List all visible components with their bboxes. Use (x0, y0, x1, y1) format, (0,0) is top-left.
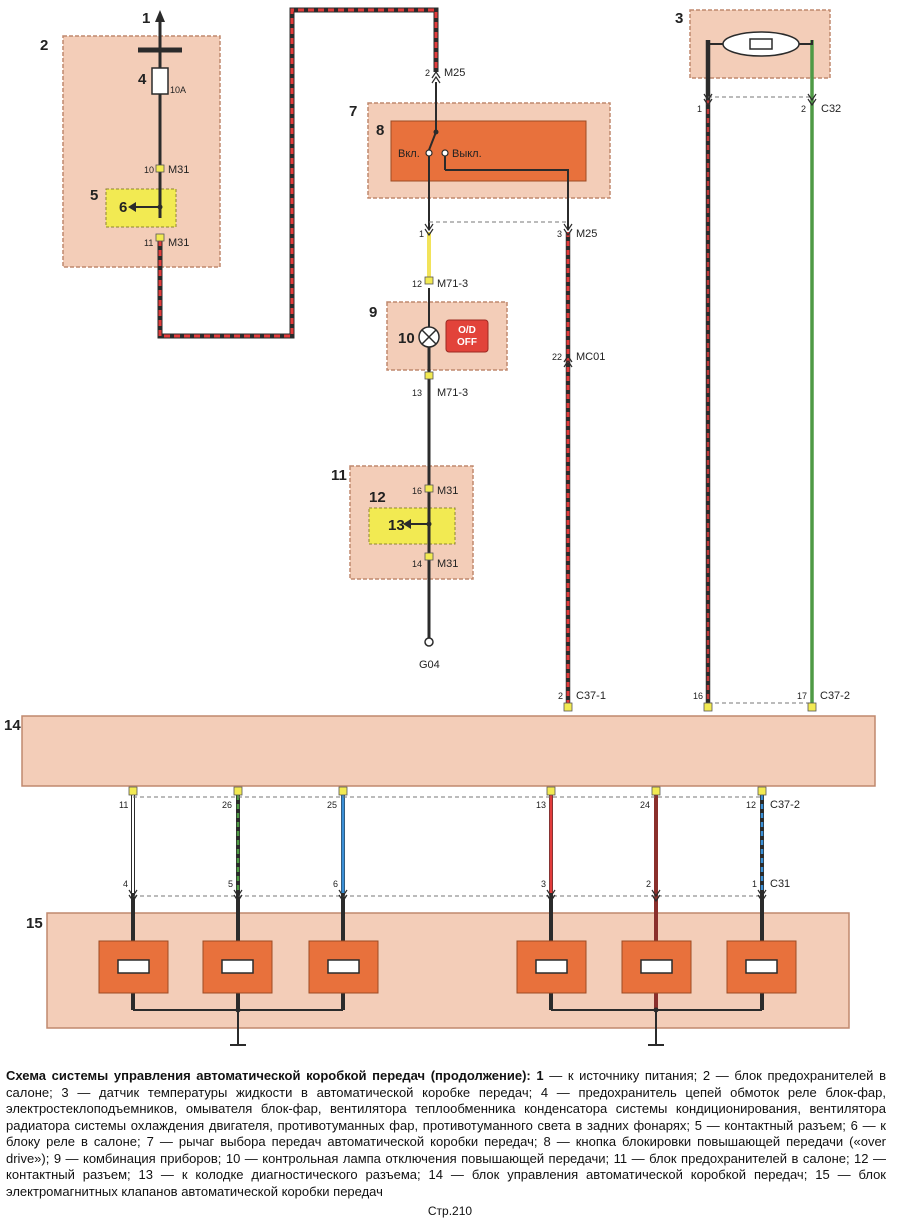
switch-on-label: Вкл. (398, 148, 420, 160)
terminals (128, 164, 817, 796)
caption-first-number: 1 (536, 1068, 544, 1083)
label-15: 15 (26, 915, 43, 932)
label-7: 7 (349, 103, 357, 120)
block-14-tcm (21, 715, 876, 787)
conn-m31-d: M31 (437, 558, 458, 570)
label-11: 11 (331, 467, 347, 484)
label-12: 12 (369, 489, 386, 506)
pin: 13 (412, 388, 422, 398)
label-8: 8 (376, 122, 384, 139)
label-13: 13 (388, 517, 405, 534)
pin: 26 (222, 800, 232, 810)
switch-off-label: Выкл. (452, 148, 482, 160)
conn-c37-2-top: C37-2 (820, 690, 850, 702)
pin: 2 (425, 68, 430, 78)
pin: 16 (412, 486, 422, 496)
label-9: 9 (369, 304, 377, 321)
fuse-10a (151, 67, 169, 95)
caption-title: Схема системы управления автоматической … (6, 1068, 531, 1083)
pin: 25 (327, 800, 337, 810)
conn-m31-b: M31 (168, 237, 189, 249)
block-15-solenoid-block (46, 912, 850, 1029)
pin: 11 (119, 800, 128, 810)
label-2: 2 (40, 37, 48, 54)
label-6: 6 (119, 199, 127, 216)
conn-c37-2-bottom: C37-2 (770, 799, 800, 811)
pin: 13 (536, 800, 546, 810)
conn-m71-b: M71-3 (437, 387, 468, 399)
conn-m25-top: M25 (444, 67, 465, 79)
arrow-to-power (155, 10, 165, 22)
pin: 3 (541, 879, 546, 889)
caption-text: — к источнику питания; 2 — блок предохра… (6, 1068, 886, 1199)
pin: 4 (123, 879, 128, 889)
pin: 14 (412, 559, 422, 569)
ground-label: G04 (419, 659, 440, 671)
arrow-to-relay-block (128, 202, 136, 212)
pin: 24 (640, 800, 650, 810)
pin: 2 (801, 104, 806, 114)
conn-c31: C31 (770, 878, 790, 890)
conn-m25-bottom: M25 (576, 228, 597, 240)
label-14: 14 (4, 717, 21, 734)
label-3: 3 (675, 10, 683, 27)
conn-mc01: MC01 (576, 351, 605, 363)
ground-g04 (424, 637, 434, 647)
pin: 2 (558, 691, 563, 701)
connector-chevrons (128, 70, 817, 903)
pin: 22 (552, 352, 562, 362)
label-5: 5 (90, 187, 98, 204)
pin: 6 (333, 879, 338, 889)
label-4: 4 (138, 71, 147, 88)
page-number: Стр.210 (427, 1204, 473, 1218)
conn-m31-c: M31 (437, 485, 458, 497)
pin: 3 (557, 229, 562, 239)
pin: 1 (697, 104, 702, 114)
conn-c37-1: C37-1 (576, 690, 606, 702)
pin: 2 (646, 879, 651, 889)
pin: 1 (419, 229, 424, 239)
conn-c32: C32 (821, 103, 841, 115)
pin: 16 (693, 691, 703, 701)
label-10: 10 (398, 330, 415, 347)
fuse-rating: 10A (170, 85, 186, 95)
od-label-line1: O/D (458, 325, 476, 336)
label-1: 1 (142, 10, 150, 27)
conn-m71-a: M71-3 (437, 278, 468, 290)
pin: 12 (746, 800, 756, 810)
pin: 10 (144, 165, 154, 175)
pin: 5 (228, 879, 233, 889)
conn-m31-a: M31 (168, 164, 189, 176)
pin: 17 (797, 691, 807, 701)
block-2-fuse-box (62, 35, 221, 268)
wiring-diagram: 1 2 3 4 5 6 7 8 9 10 11 12 13 14 15 10A … (4, 7, 876, 1046)
od-off-indicator (445, 319, 489, 353)
pin: 11 (144, 238, 153, 248)
block-8-od-switch (390, 120, 587, 182)
solenoids (98, 940, 797, 994)
pin: 12 (412, 279, 422, 289)
connector-12 (368, 507, 456, 545)
pin: 1 (752, 879, 757, 889)
od-label-line2: OFF (457, 337, 477, 348)
arrow-to-diagnostic (403, 519, 411, 529)
diagram-caption: Схема системы управления автоматической … (6, 1068, 886, 1200)
